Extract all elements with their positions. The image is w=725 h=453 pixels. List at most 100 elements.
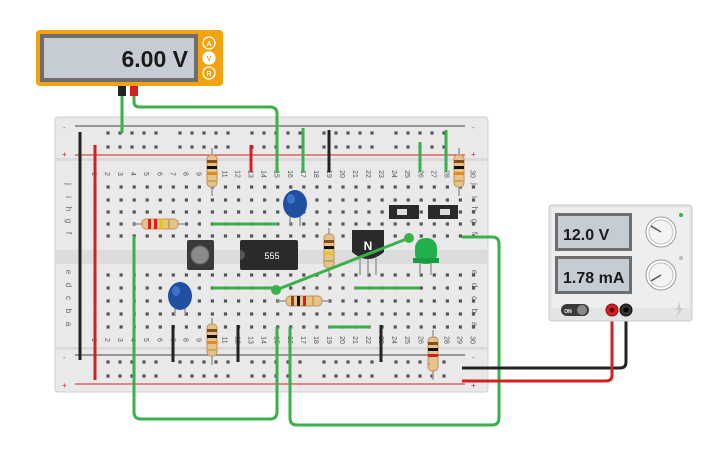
- hole-a2[interactable]: [106, 325, 110, 329]
- multimeter-probe-positive[interactable]: [130, 86, 138, 96]
- hole-j26[interactable]: [419, 185, 423, 189]
- hole-f9[interactable]: [197, 234, 201, 238]
- rail-hole-2-0-3[interactable]: [142, 360, 146, 364]
- hole-f24[interactable]: [393, 234, 397, 238]
- hole-e16[interactable]: [289, 273, 293, 277]
- rail-hole-2-3-3[interactable]: [358, 360, 362, 364]
- hole-g19[interactable]: [328, 222, 332, 226]
- hole-f14[interactable]: [263, 234, 267, 238]
- rail-hole-2-2-1[interactable]: [262, 360, 266, 364]
- hole-f8[interactable]: [184, 234, 188, 238]
- hole-g24[interactable]: [393, 222, 397, 226]
- hole-j24[interactable]: [393, 185, 397, 189]
- rail-hole-2-3-1[interactable]: [334, 360, 338, 364]
- rail-hole-1-0-1[interactable]: [118, 145, 122, 149]
- timer-ic-555[interactable]: 555: [240, 240, 298, 270]
- wire-meter-positive[interactable]: [132, 96, 279, 173]
- resistor-vertical-bottom-right[interactable]: [427, 330, 439, 380]
- hole-c20[interactable]: [341, 299, 345, 303]
- hole-a14[interactable]: [263, 325, 267, 329]
- hole-i9[interactable]: [197, 198, 201, 202]
- hole-b2[interactable]: [106, 312, 110, 316]
- hole-h21[interactable]: [354, 210, 358, 214]
- hole-b6[interactable]: [158, 312, 162, 316]
- hole-h18[interactable]: [315, 210, 319, 214]
- hole-d2[interactable]: [106, 286, 110, 290]
- hole-e29[interactable]: [458, 273, 462, 277]
- hole-j18[interactable]: [315, 185, 319, 189]
- hole-b26[interactable]: [419, 312, 423, 316]
- hole-j28[interactable]: [445, 185, 449, 189]
- hole-c22[interactable]: [367, 299, 371, 303]
- hole-a24[interactable]: [393, 325, 397, 329]
- hole-j5[interactable]: [145, 185, 149, 189]
- hole-e21[interactable]: [354, 273, 358, 277]
- hole-h10[interactable]: [210, 210, 214, 214]
- rail-hole-0-4-0[interactable]: [394, 131, 398, 135]
- rail-hole-2-4-1[interactable]: [406, 360, 410, 364]
- hole-c12[interactable]: [237, 299, 241, 303]
- hole-h19[interactable]: [328, 210, 332, 214]
- rail-hole-1-1-3[interactable]: [214, 145, 218, 149]
- power-switch[interactable]: ON: [561, 304, 589, 316]
- power-supply[interactable]: 12.0 V 1.78 mA ON: [548, 204, 693, 322]
- hole-j30[interactable]: [471, 185, 476, 189]
- hole-a30[interactable]: [471, 325, 476, 329]
- rail-hole-0-3-0[interactable]: [322, 131, 326, 135]
- hole-d30[interactable]: [471, 286, 476, 290]
- hole-d29[interactable]: [458, 286, 462, 290]
- hole-a11[interactable]: [223, 325, 228, 329]
- hole-a6[interactable]: [158, 325, 162, 329]
- hole-e20[interactable]: [341, 273, 345, 277]
- wire-loop-bottom-left[interactable]: [132, 236, 279, 421]
- hole-c5[interactable]: [145, 299, 149, 303]
- hole-c2[interactable]: [106, 299, 110, 303]
- rail-hole-3-0-0[interactable]: [106, 374, 110, 378]
- hole-f15[interactable]: [276, 234, 280, 238]
- hole-i7[interactable]: [171, 198, 175, 202]
- hole-j19[interactable]: [328, 185, 332, 189]
- resistor-vertical-bottom-left[interactable]: [206, 318, 218, 365]
- rail-hole-2-0-1[interactable]: [118, 360, 122, 364]
- rail-hole-0-4-3[interactable]: [430, 131, 434, 135]
- hole-c30[interactable]: [471, 299, 476, 303]
- rail-hole-3-4-3[interactable]: [430, 374, 434, 378]
- rail-hole-3-3-2[interactable]: [346, 374, 350, 378]
- hole-h6[interactable]: [158, 210, 162, 214]
- hole-g8[interactable]: [184, 222, 188, 226]
- resistor-vertical-top-right[interactable]: [453, 148, 465, 196]
- rail-hole-2-2-4[interactable]: [298, 360, 302, 364]
- hole-i15[interactable]: [276, 198, 280, 202]
- hole-c25[interactable]: [406, 299, 410, 303]
- rail-hole-1-2-3[interactable]: [286, 145, 290, 149]
- hole-i27[interactable]: [432, 198, 436, 202]
- rail-hole-0-3-3[interactable]: [358, 131, 362, 135]
- rail-hole-0-2-0[interactable]: [250, 131, 254, 135]
- hole-e19[interactable]: [328, 273, 332, 277]
- hole-i13[interactable]: [250, 198, 254, 202]
- wire-loop-bottom-right[interactable]: [288, 235, 501, 427]
- hole-j22[interactable]: [367, 185, 371, 189]
- hole-f13[interactable]: [250, 234, 254, 238]
- hole-g17[interactable]: [302, 222, 306, 226]
- hole-b22[interactable]: [367, 312, 371, 316]
- hole-i19[interactable]: [328, 198, 332, 202]
- hole-a28[interactable]: [445, 325, 449, 329]
- hole-i26[interactable]: [419, 198, 423, 202]
- hole-j12[interactable]: [237, 185, 241, 189]
- rail-hole-3-1-1[interactable]: [190, 374, 194, 378]
- hole-d16[interactable]: [289, 286, 293, 290]
- rail-hole-3-3-3[interactable]: [358, 374, 362, 378]
- hole-i12[interactable]: [237, 198, 241, 202]
- hole-j20[interactable]: [341, 185, 345, 189]
- rail-hole-0-0-2[interactable]: [130, 131, 134, 135]
- hole-b13[interactable]: [250, 312, 254, 316]
- hole-h7[interactable]: [171, 210, 175, 214]
- hole-e8[interactable]: [184, 273, 188, 277]
- green-led[interactable]: [413, 238, 439, 275]
- hole-g28[interactable]: [445, 222, 449, 226]
- hole-i10[interactable]: [210, 198, 214, 202]
- rail-hole-0-2-1[interactable]: [262, 131, 266, 135]
- hole-e26[interactable]: [419, 273, 423, 277]
- rail-hole-2-4-4[interactable]: [442, 360, 446, 364]
